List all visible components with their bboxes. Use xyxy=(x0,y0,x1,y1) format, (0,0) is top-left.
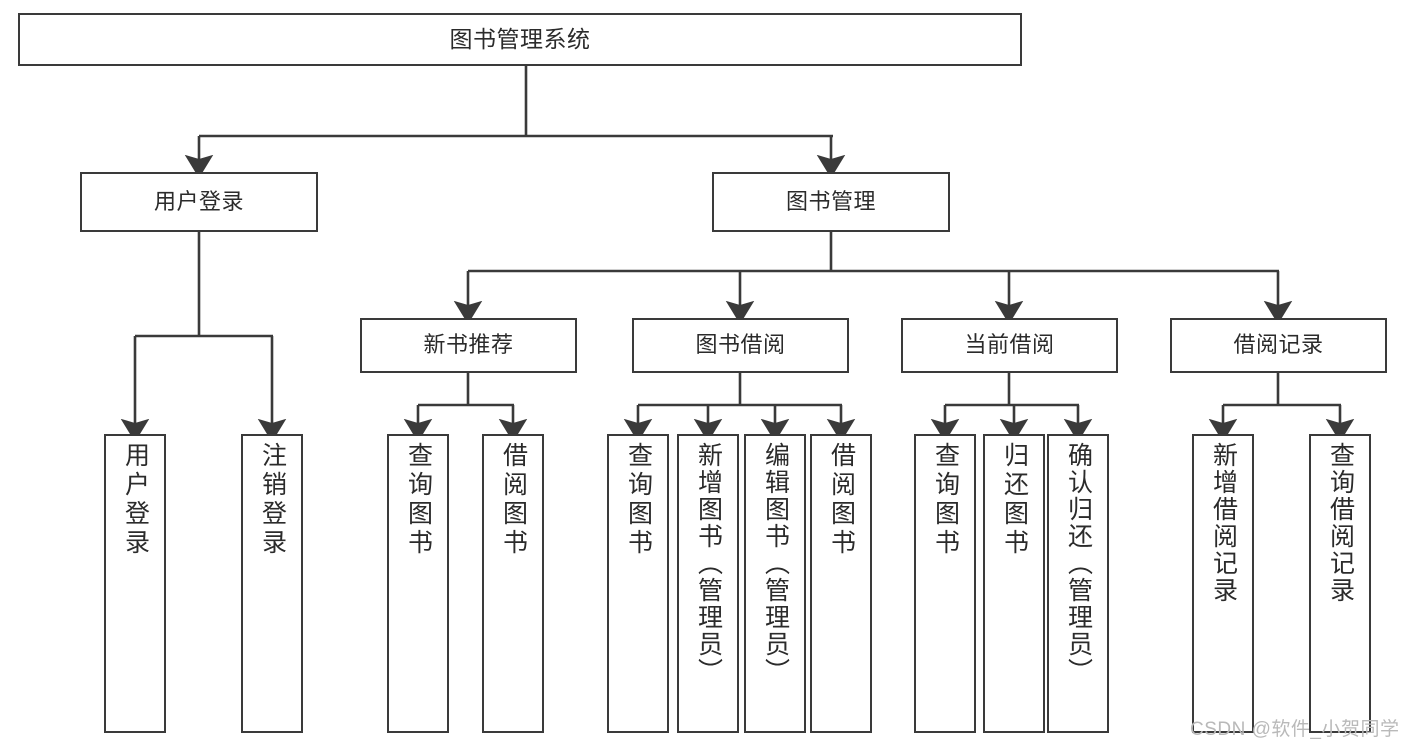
node-label: 图书管理系统 xyxy=(449,25,591,52)
node-leaf-query-book-2[interactable]: 查询图书 xyxy=(607,434,669,733)
node-book-borrow[interactable]: 图书借阅 xyxy=(632,318,849,373)
node-label: 查询图书 xyxy=(404,442,433,558)
node-label: 图书管理 xyxy=(785,188,876,214)
node-label: 查询图书 xyxy=(931,442,960,558)
node-label: 归还图书 xyxy=(1000,442,1029,558)
watermark-text: CSDN @软件_小贺同学 xyxy=(1190,719,1400,740)
node-borrow-record[interactable]: 借阅记录 xyxy=(1170,318,1387,373)
node-user-login[interactable]: 用户登录 xyxy=(80,172,318,232)
node-label: 当前借阅 xyxy=(964,332,1055,358)
node-leaf-add-record[interactable]: 新增借阅记录 xyxy=(1192,434,1254,733)
node-label: 用户登录 xyxy=(153,188,244,214)
node-label: 借阅图书 xyxy=(827,442,856,558)
node-leaf-borrow-book-2[interactable]: 借阅图书 xyxy=(810,434,872,733)
node-new-book-rec[interactable]: 新书推荐 xyxy=(360,318,577,373)
node-leaf-user-login[interactable]: 用户登录 xyxy=(104,434,166,733)
node-book-manage[interactable]: 图书管理 xyxy=(712,172,950,232)
node-leaf-add-book[interactable]: 新增图书（管理员） xyxy=(677,434,739,733)
node-leaf-query-book-1[interactable]: 查询图书 xyxy=(387,434,449,733)
node-label: 新增借阅记录 xyxy=(1209,442,1238,604)
node-label: 借阅记录 xyxy=(1233,332,1324,358)
node-label: 注销登录 xyxy=(258,442,287,558)
node-label: 新书推荐 xyxy=(423,332,514,358)
node-leaf-query-record[interactable]: 查询借阅记录 xyxy=(1309,434,1371,733)
node-leaf-logout[interactable]: 注销登录 xyxy=(241,434,303,733)
node-leaf-query-book-3[interactable]: 查询图书 xyxy=(914,434,976,733)
node-current-borrow[interactable]: 当前借阅 xyxy=(901,318,1118,373)
node-label: 查询图书 xyxy=(624,442,653,558)
node-label: 借阅图书 xyxy=(499,442,528,558)
node-leaf-confirm-return[interactable]: 确认归还（管理员） xyxy=(1047,434,1109,733)
node-label: 图书借阅 xyxy=(695,332,786,358)
node-label: 新增图书（管理员） xyxy=(694,442,723,685)
node-leaf-return-book[interactable]: 归还图书 xyxy=(983,434,1045,733)
node-label: 确认归还（管理员） xyxy=(1064,442,1093,685)
node-label: 查询借阅记录 xyxy=(1326,442,1355,604)
node-leaf-edit-book[interactable]: 编辑图书（管理员） xyxy=(744,434,806,733)
node-label: 用户登录 xyxy=(121,442,150,558)
node-label: 编辑图书（管理员） xyxy=(761,442,790,685)
node-root-system[interactable]: 图书管理系统 xyxy=(18,13,1022,66)
node-leaf-borrow-book-1[interactable]: 借阅图书 xyxy=(482,434,544,733)
